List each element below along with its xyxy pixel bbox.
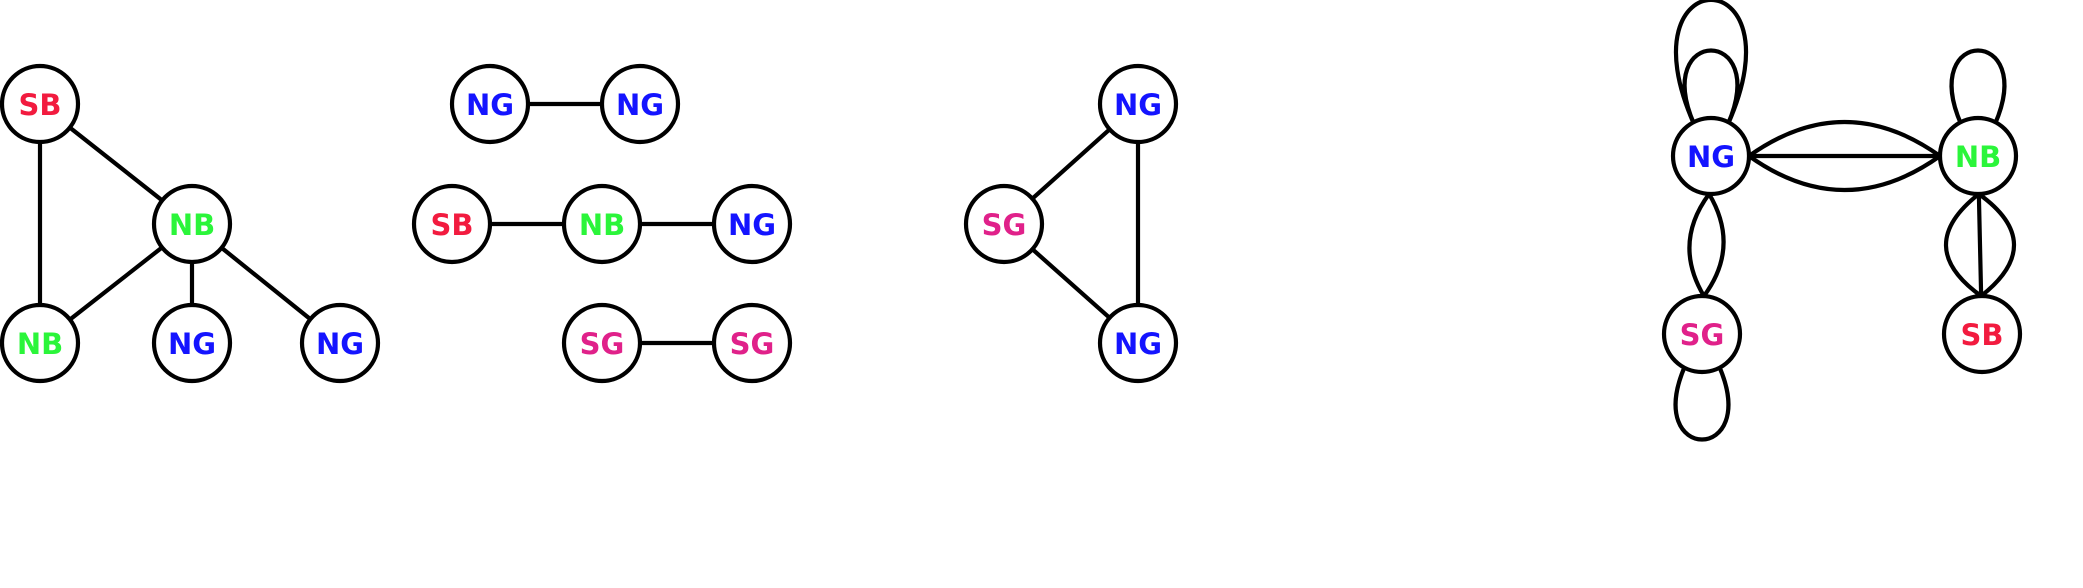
node-circle: [1670, 115, 1752, 197]
graph-node[interactable]: NG: [1097, 63, 1179, 145]
graph-node[interactable]: SG: [561, 302, 643, 384]
graph-node[interactable]: NG: [449, 63, 531, 145]
node-label: NG: [1114, 327, 1162, 361]
node-label: NG: [168, 327, 216, 361]
graph-node[interactable]: NB: [0, 302, 81, 384]
node-label: NG: [616, 88, 664, 122]
node-circle: [449, 63, 531, 145]
graph-node[interactable]: NB: [561, 183, 643, 265]
node-label: SG: [982, 208, 1027, 242]
graph-self-loop: [1673, 0, 1749, 127]
node-label: SB: [19, 88, 62, 122]
node-circle: [411, 183, 493, 265]
node-label: NG: [466, 88, 514, 122]
node-label: NG: [1687, 140, 1735, 174]
graph-edge: [1687, 191, 1712, 299]
graph-edge: [1030, 127, 1112, 201]
node-label: SG: [730, 327, 775, 361]
graph-edge: [1746, 153, 1943, 192]
node-circle: [1661, 293, 1743, 375]
graph-node[interactable]: SG: [1661, 293, 1743, 375]
node-label: NB: [1955, 140, 2001, 174]
node-label: NG: [1114, 88, 1162, 122]
graph-edge: [1746, 120, 1943, 159]
graph-edge: [1944, 191, 1984, 299]
graph-node[interactable]: NG: [1097, 302, 1179, 384]
node-circle: [151, 183, 233, 265]
node-circle: [0, 63, 81, 145]
graph-self-loop: [1673, 363, 1731, 442]
self-loop-layer: [1673, 0, 2007, 442]
graph-node[interactable]: SB: [0, 63, 81, 145]
graph-edge: [1701, 191, 1726, 299]
node-circle: [1941, 293, 2023, 375]
graph-node[interactable]: NG: [299, 302, 381, 384]
graph-self-loop: [1682, 48, 1740, 127]
node-circle: [963, 183, 1045, 265]
node-circle: [711, 183, 793, 265]
graph-node[interactable]: NB: [1937, 115, 2019, 197]
node-layer: SB NB NB NG NG NG NG SB NB NG SG SG NG SG NG NG NB SG SB: [0, 63, 2023, 384]
graph-node[interactable]: SG: [711, 302, 793, 384]
graph-node[interactable]: NG: [151, 302, 233, 384]
graph-node[interactable]: SG: [963, 183, 1045, 265]
node-label: NG: [316, 327, 364, 361]
graph-edge: [1030, 247, 1112, 320]
node-label: NB: [579, 208, 625, 242]
node-circle: [1097, 302, 1179, 384]
node-label: SG: [580, 327, 625, 361]
graph-node[interactable]: NB: [151, 183, 233, 265]
node-circle: [0, 302, 81, 384]
node-label: SB: [431, 208, 474, 242]
graph-node[interactable]: SB: [411, 183, 493, 265]
node-label: NB: [17, 327, 63, 361]
node-circle: [1937, 115, 2019, 197]
node-label: SG: [1680, 318, 1725, 352]
node-circle: [599, 63, 681, 145]
graph-edge: [67, 245, 165, 322]
graph-edge: [1976, 191, 2016, 299]
node-label: NB: [169, 208, 215, 242]
node-circle: [561, 183, 643, 265]
graph-node[interactable]: NG: [711, 183, 793, 265]
graph-edge: [219, 245, 313, 322]
node-circle: [299, 302, 381, 384]
node-circle: [151, 302, 233, 384]
node-circle: [1097, 63, 1179, 145]
graph-edge: [1976, 191, 1984, 299]
graph-node[interactable]: NG: [599, 63, 681, 145]
edge-layer: [37, 101, 2016, 346]
graph-node[interactable]: NG: [1670, 115, 1752, 197]
node-label: SB: [1961, 318, 2004, 352]
graph-node[interactable]: SB: [1941, 293, 2023, 375]
node-label: NG: [728, 208, 776, 242]
node-circle: [561, 302, 643, 384]
graph-self-loop: [1949, 48, 2007, 127]
node-circle: [711, 302, 793, 384]
graph-edge: [67, 125, 165, 203]
